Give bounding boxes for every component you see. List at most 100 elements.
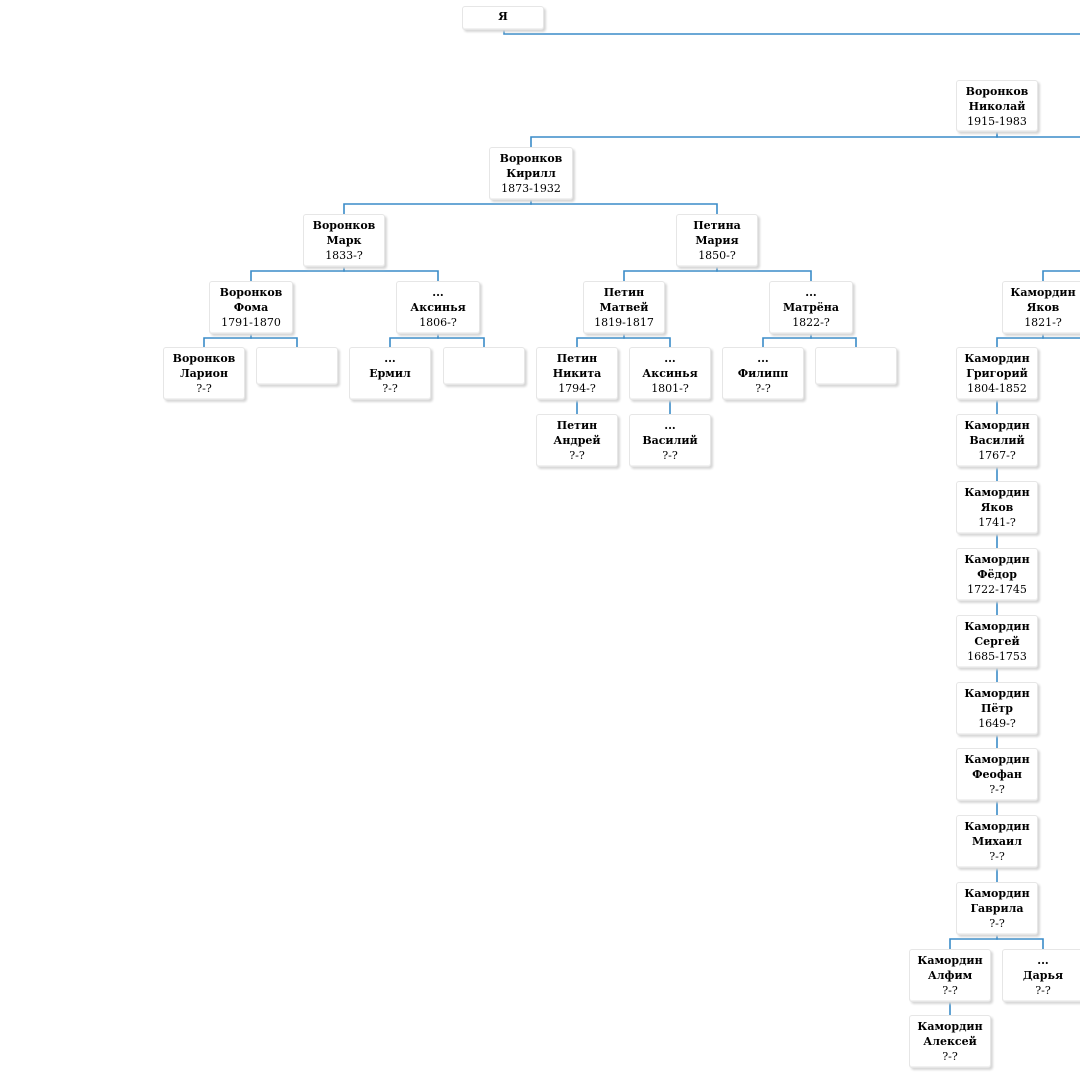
person-dates: 1804-1852 — [967, 382, 1027, 395]
person-dates: 1822-? — [792, 316, 830, 329]
person-name: Феофан — [972, 768, 1022, 781]
person-surname: ... — [664, 419, 676, 432]
connector-line — [623, 267, 718, 281]
person-surname: Камордин — [964, 753, 1030, 766]
connector-line — [437, 334, 485, 347]
person-dates: ?-? — [942, 1050, 958, 1063]
connector-line — [810, 334, 857, 347]
person-dates: ?-? — [382, 382, 398, 395]
person-surname: ... — [805, 286, 817, 299]
person-name: Григорий — [966, 367, 1028, 380]
person-name: Фёдор — [977, 568, 1017, 581]
person-dates: 1722-1745 — [967, 583, 1027, 596]
person-name: Я — [498, 10, 508, 23]
person-name: Аксинья — [410, 301, 466, 314]
person-surname: Петин — [603, 286, 645, 299]
person-surname: Воронков — [172, 352, 236, 365]
person-dates: 1801-? — [651, 382, 689, 395]
empty-person-card[interactable] — [815, 347, 897, 385]
person-name: Яков — [1026, 301, 1060, 314]
person-name: Аксинья — [642, 367, 698, 380]
person-card-vasilii1[interactable]: ...Василий?-? — [629, 414, 711, 467]
person-dates: ?-? — [942, 984, 958, 997]
person-card-darya[interactable]: ...Дарья?-? — [1002, 949, 1080, 1002]
person-surname: Камордин — [1010, 286, 1076, 299]
person-name: Дарья — [1022, 969, 1064, 982]
empty-person-card[interactable] — [443, 347, 525, 385]
connector-line — [530, 200, 718, 214]
person-surname: Камордин — [964, 820, 1030, 833]
person-card-me[interactable]: Я — [462, 6, 544, 30]
person-dates: ?-? — [989, 850, 1005, 863]
person-name: Василий — [969, 434, 1025, 447]
person-surname: Воронков — [219, 286, 283, 299]
person-surname: Воронков — [312, 219, 376, 232]
person-surname: Камордин — [964, 687, 1030, 700]
person-surname: ... — [757, 352, 769, 365]
person-surname: Воронков — [965, 85, 1029, 98]
person-surname: Камордин — [964, 352, 1030, 365]
person-name: Алфим — [927, 969, 973, 982]
person-dates: 1821-? — [1024, 316, 1062, 329]
person-dates: ?-? — [662, 449, 678, 462]
person-surname: Камордин — [964, 553, 1030, 566]
connector-line — [996, 132, 1080, 138]
connector-line — [503, 30, 1080, 35]
person-dates: 1873-1932 — [501, 182, 561, 195]
connector-line — [996, 935, 1044, 949]
person-card-aksinya1806[interactable]: ... Аксинья 1806-? — [396, 281, 480, 334]
person-surname: Камордин — [964, 887, 1030, 900]
person-surname: Петина — [693, 219, 741, 232]
connector-line — [250, 334, 298, 347]
person-name: Мария — [695, 234, 739, 247]
connector-line — [996, 334, 1044, 347]
person-card-filipp[interactable]: ...Филипп?-? — [722, 347, 804, 400]
person-dates: 1806-? — [419, 316, 457, 329]
person-name: Ларион — [179, 367, 229, 380]
person-dates: 1649-? — [978, 717, 1016, 730]
person-dates: 1915-1983 — [967, 115, 1027, 128]
person-name: Никита — [552, 367, 602, 380]
connector-line — [762, 334, 812, 347]
connector-line — [389, 334, 439, 347]
person-surname: ... — [1037, 954, 1049, 967]
person-card-ermil[interactable]: ...Ермил?-? — [349, 347, 431, 400]
connector-line — [949, 935, 998, 949]
person-surname: ... — [384, 352, 396, 365]
person-surname: ... — [432, 286, 444, 299]
person-surname: Петин — [556, 419, 598, 432]
person-name: Филипп — [737, 367, 789, 380]
person-surname: Камордин — [917, 1020, 983, 1033]
person-name: Матвей — [599, 301, 649, 314]
person-dates: ?-? — [989, 783, 1005, 796]
person-dates: 1819-1817 — [594, 316, 654, 329]
person-name: Алексей — [923, 1035, 977, 1048]
empty-person-card[interactable] — [256, 347, 338, 385]
person-name: Михаил — [972, 835, 1022, 848]
